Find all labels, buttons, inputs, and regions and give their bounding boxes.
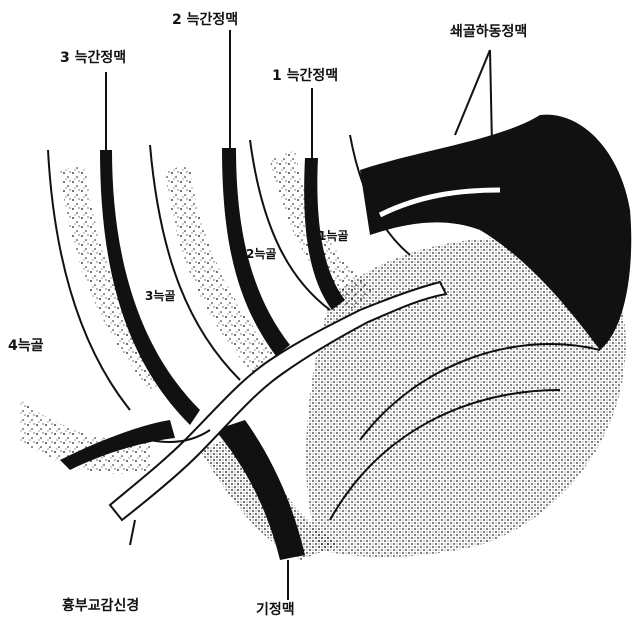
leader-subclavian-a (455, 50, 490, 135)
label-intercostal-vein-3: 3 늑간정맥 (60, 49, 126, 66)
label-subclavian-vein: 쇄골하동정맥 (450, 23, 527, 40)
label-rib-2: 2늑골 (246, 247, 276, 261)
label-rib-3: 3늑골 (145, 289, 175, 303)
label-rib-1: 1늑골 (318, 229, 348, 243)
leader-nerve (130, 520, 135, 545)
label-thoracic-sympathetic-nerve: 흉부교감신경 (62, 597, 139, 614)
label-intercostal-vein-1: 1 늑간정맥 (272, 67, 338, 84)
label-intercostal-vein-2: 2 늑간정맥 (172, 11, 238, 28)
label-azygos-vein: 기정맥 (256, 601, 295, 618)
label-rib-4: 4늑골 (8, 338, 44, 354)
leader-subclavian-b (490, 50, 492, 145)
